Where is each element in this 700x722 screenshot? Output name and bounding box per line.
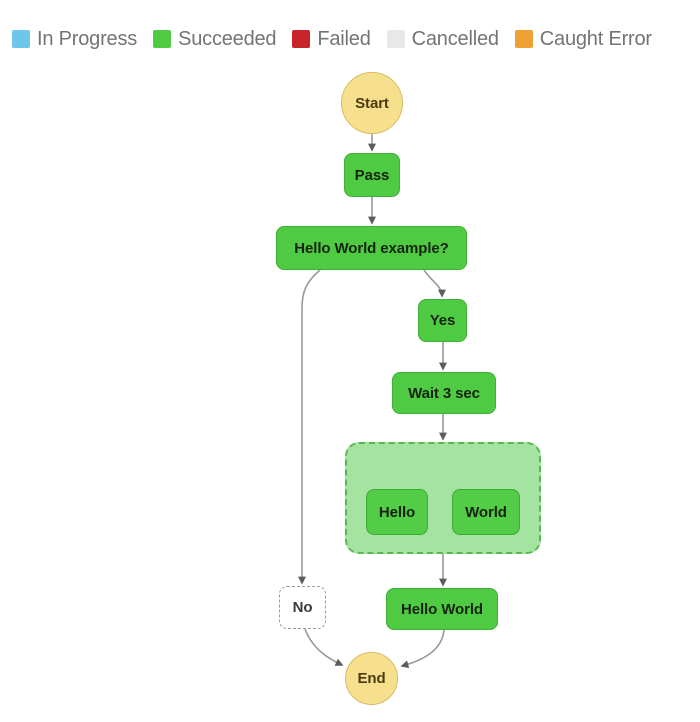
legend-item-in-progress: In Progress: [12, 29, 137, 49]
node-pass[interactable]: Pass: [344, 153, 400, 197]
legend-label-succeeded: Succeeded: [178, 28, 277, 50]
node-wait-label: Wait 3 sec: [408, 384, 480, 402]
legend-item-succeeded: Succeeded: [153, 28, 277, 50]
node-no[interactable]: No: [279, 586, 326, 629]
node-hello-world-example-choice[interactable]: Hello World example?: [276, 226, 467, 270]
node-pass-label: Pass: [354, 166, 390, 184]
node-yes-label: Yes: [429, 312, 456, 329]
legend-swatch-in-progress: [12, 30, 30, 48]
node-start-label: Start: [355, 94, 389, 112]
node-hello-world-label: Hello World: [401, 600, 483, 618]
node-end[interactable]: End: [345, 652, 398, 705]
node-hello[interactable]: Hello: [366, 489, 428, 535]
edge-choice-yes: [423, 269, 446, 298]
edge-choice-no: [298, 269, 321, 585]
node-start[interactable]: Start: [341, 72, 403, 134]
legend-item-caught-error: Caught Error: [514, 28, 652, 50]
node-hello-world[interactable]: Hello World: [386, 588, 498, 630]
node-wait-3-sec[interactable]: Wait 3 sec: [392, 372, 496, 414]
node-world[interactable]: World: [452, 489, 520, 535]
legend-swatch-caught-error: [514, 30, 533, 48]
legend-label-in-progress: In Progress: [37, 28, 138, 50]
legend-item-cancelled: Cancelled: [386, 28, 499, 50]
legend-swatch-failed: [292, 30, 311, 48]
node-yes[interactable]: Yes: [418, 299, 467, 342]
legend-label-caught-error: Caught Error: [539, 28, 652, 50]
node-choice-label: Hello World example?: [294, 239, 449, 257]
legend-item-failed: Failed: [292, 28, 371, 50]
node-hello-label: Hello: [378, 503, 416, 521]
node-world-label: World: [465, 503, 507, 521]
legend-label-failed: Failed: [317, 28, 371, 50]
legend-swatch-cancelled: [386, 30, 405, 48]
edge-no-end: [304, 628, 344, 666]
status-legend: In Progress Succeeded Failed Cancelled C…: [0, 22, 700, 56]
node-no-label: No: [292, 599, 313, 616]
legend-label-cancelled: Cancelled: [411, 28, 499, 50]
legend-swatch-succeeded: [153, 30, 172, 48]
node-end-label: End: [357, 670, 386, 687]
edge-helloworld-end: [400, 629, 445, 669]
